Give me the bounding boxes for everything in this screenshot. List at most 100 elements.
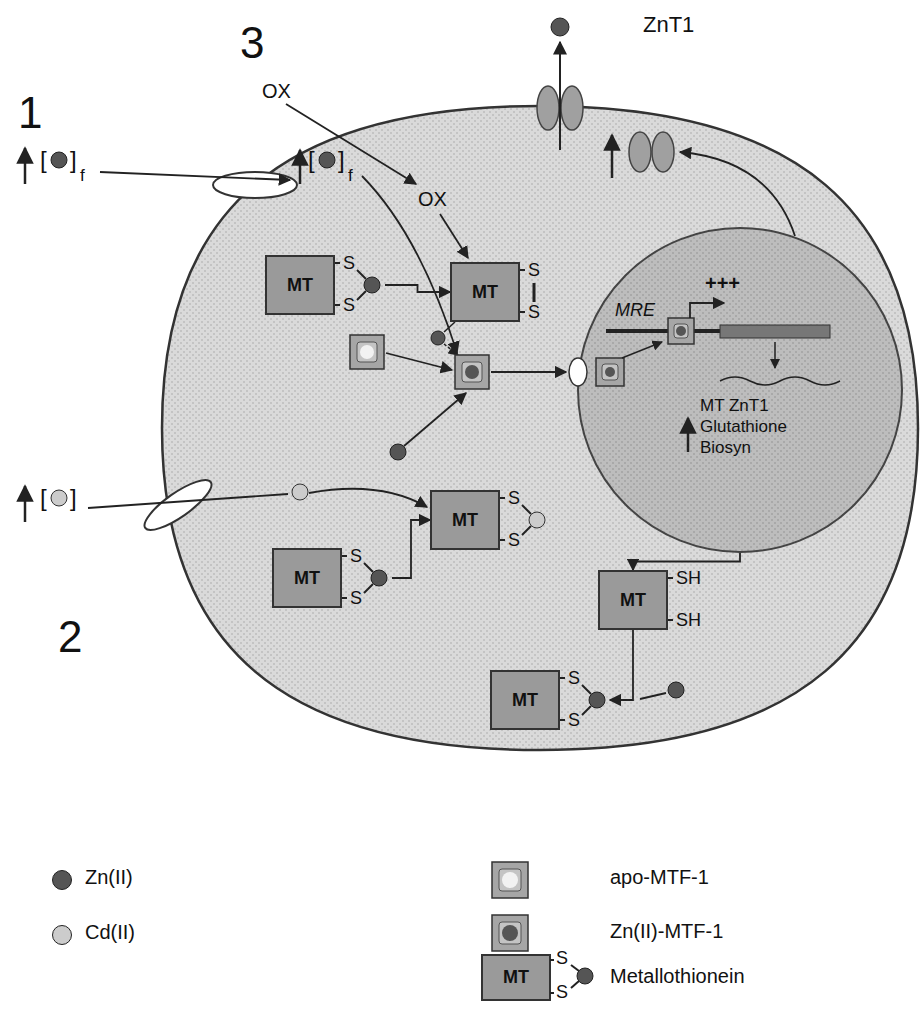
cadmium-uptake-part [138,472,217,538]
mt-label: MT [450,262,520,322]
zinc-release-d-part [404,393,466,446]
zn-mtf1-symbol-part [455,355,489,389]
apo-mtf1-symbol [350,335,452,370]
thiolate-label: S [508,488,520,509]
legend-samples-part [499,922,521,944]
upregulation-arrow [687,418,690,452]
mrna-arrow [774,342,776,368]
metallothionein-b-bonds-part [444,322,455,332]
thiolate-label: S [350,546,362,567]
legend-text: Zn(II) [85,866,133,889]
metallothionein-a-bonds-part [364,277,380,293]
metallothionein-c-bonds-part [500,539,505,541]
legend-samples-part [499,869,521,891]
legend-text: Metallothionein [610,965,745,988]
zinc-uptake-part [362,176,457,353]
metallothionein-a-bonds-part [335,262,340,264]
nuclear-zn-mtf1-part [622,342,662,358]
callout-number: 2 [58,612,82,663]
cadmium-uptake-part [292,484,308,500]
znt1-upregulated-part [652,132,674,172]
znt1-upregulated-part [611,135,614,178]
legend-samples-part [550,959,554,961]
metallothionein-node: MTSHSH [598,570,708,630]
metallothionein-a-bonds-part [357,270,366,279]
legend-samples-part [482,955,550,1000]
metallothionein-d-bonds-part [342,597,347,599]
apo-mtf1-symbol-part [357,342,377,362]
gene-bar [720,325,830,338]
mt-label: MT [598,570,668,630]
oxidant-label: OX [418,188,447,211]
pathway-arrow [392,520,430,578]
metallothionein-node: MTSS [450,262,550,322]
nuclear-pore [569,358,587,386]
legend-samples-part [502,872,518,888]
dna-strand [606,329,720,333]
metallothionein-b-bonds-part [533,283,536,302]
metallothionein-f-bonds-part [589,692,605,708]
metallothionein-b-bonds-part [520,269,525,271]
metallothionein-node: MTSS [430,490,550,550]
legend-thiolate: S [556,948,568,969]
zn-mtf1-symbol-part [462,362,482,382]
bound-mtf1 [668,318,694,344]
metallothionein-d-bonds-part [364,563,373,572]
nuclear-zn-mtf1 [596,342,662,386]
nucleus-circle [578,228,902,552]
metallothionein-f-bonds [560,678,605,720]
cell-membrane [162,106,918,750]
znt1-exporter-part [551,18,569,36]
oxidant-arrows [286,104,468,258]
thiolate-label: SH [676,610,701,631]
zn-mtf1-symbol [455,355,566,389]
legend-samples-part [502,925,518,941]
metallothionein-node: MTSS [265,255,385,315]
thiolate-label: S [343,253,355,274]
nuclear-zn-mtf1-part [605,367,615,377]
metallothionein-b-bonds-part [520,311,525,313]
zinc-uptake [25,148,457,353]
thiolate-label: S [568,710,580,731]
cadmium-uptake-part [51,490,67,506]
mt-label: MT [272,548,342,608]
znt1-exporter-part [559,42,561,150]
metallothionein-f-bonds-part [582,685,591,694]
metallothionein-e-bonds-part [640,693,666,699]
zinc-uptake-part [319,152,335,168]
zinc-uptake-part [213,172,297,198]
thiolate-label: S [568,668,580,689]
znt1-exporter-part [561,86,583,130]
bound-mtf1-part [674,324,688,338]
legend-text: apo-MTF-1 [610,866,709,889]
pathway-arrow [610,630,633,700]
metallothionein-d-bonds-part [364,584,373,593]
bracket: [ [308,146,315,174]
metallothionein-f-bonds-part [560,677,565,679]
bracket: ] [70,484,77,512]
bound-mtf1-part [668,318,694,344]
mre-label: MRE [615,300,655,321]
cadmium-uptake-part [88,494,288,508]
legend-mt-label: MT [482,955,550,1000]
legend-samples-part [571,981,579,988]
cadmium-uptake [25,472,427,538]
metallothionein-b-bonds-part [431,331,445,345]
metallothionein-c-bonds-part [529,512,545,528]
apo-mtf1-symbol-part [360,345,374,359]
thiolate-label: S [528,260,540,281]
thiolate-label: S [350,588,362,609]
pathway-arrow [633,553,740,570]
zinc-uptake-part [299,150,302,184]
legend-thiolate: S [556,982,568,1003]
metallothionein-node: MT SS [272,548,392,608]
callout-number: 3 [240,18,264,69]
zinc-release-d [390,393,466,460]
metallothionein-c-bonds-part [522,505,531,514]
zn-mtf1-symbol-part [465,365,479,379]
metallothionein-f-bonds-part [582,706,591,715]
zinc-uptake-part [100,172,290,180]
mt-label: MT [265,255,335,315]
zinc-uptake-part [51,152,67,168]
